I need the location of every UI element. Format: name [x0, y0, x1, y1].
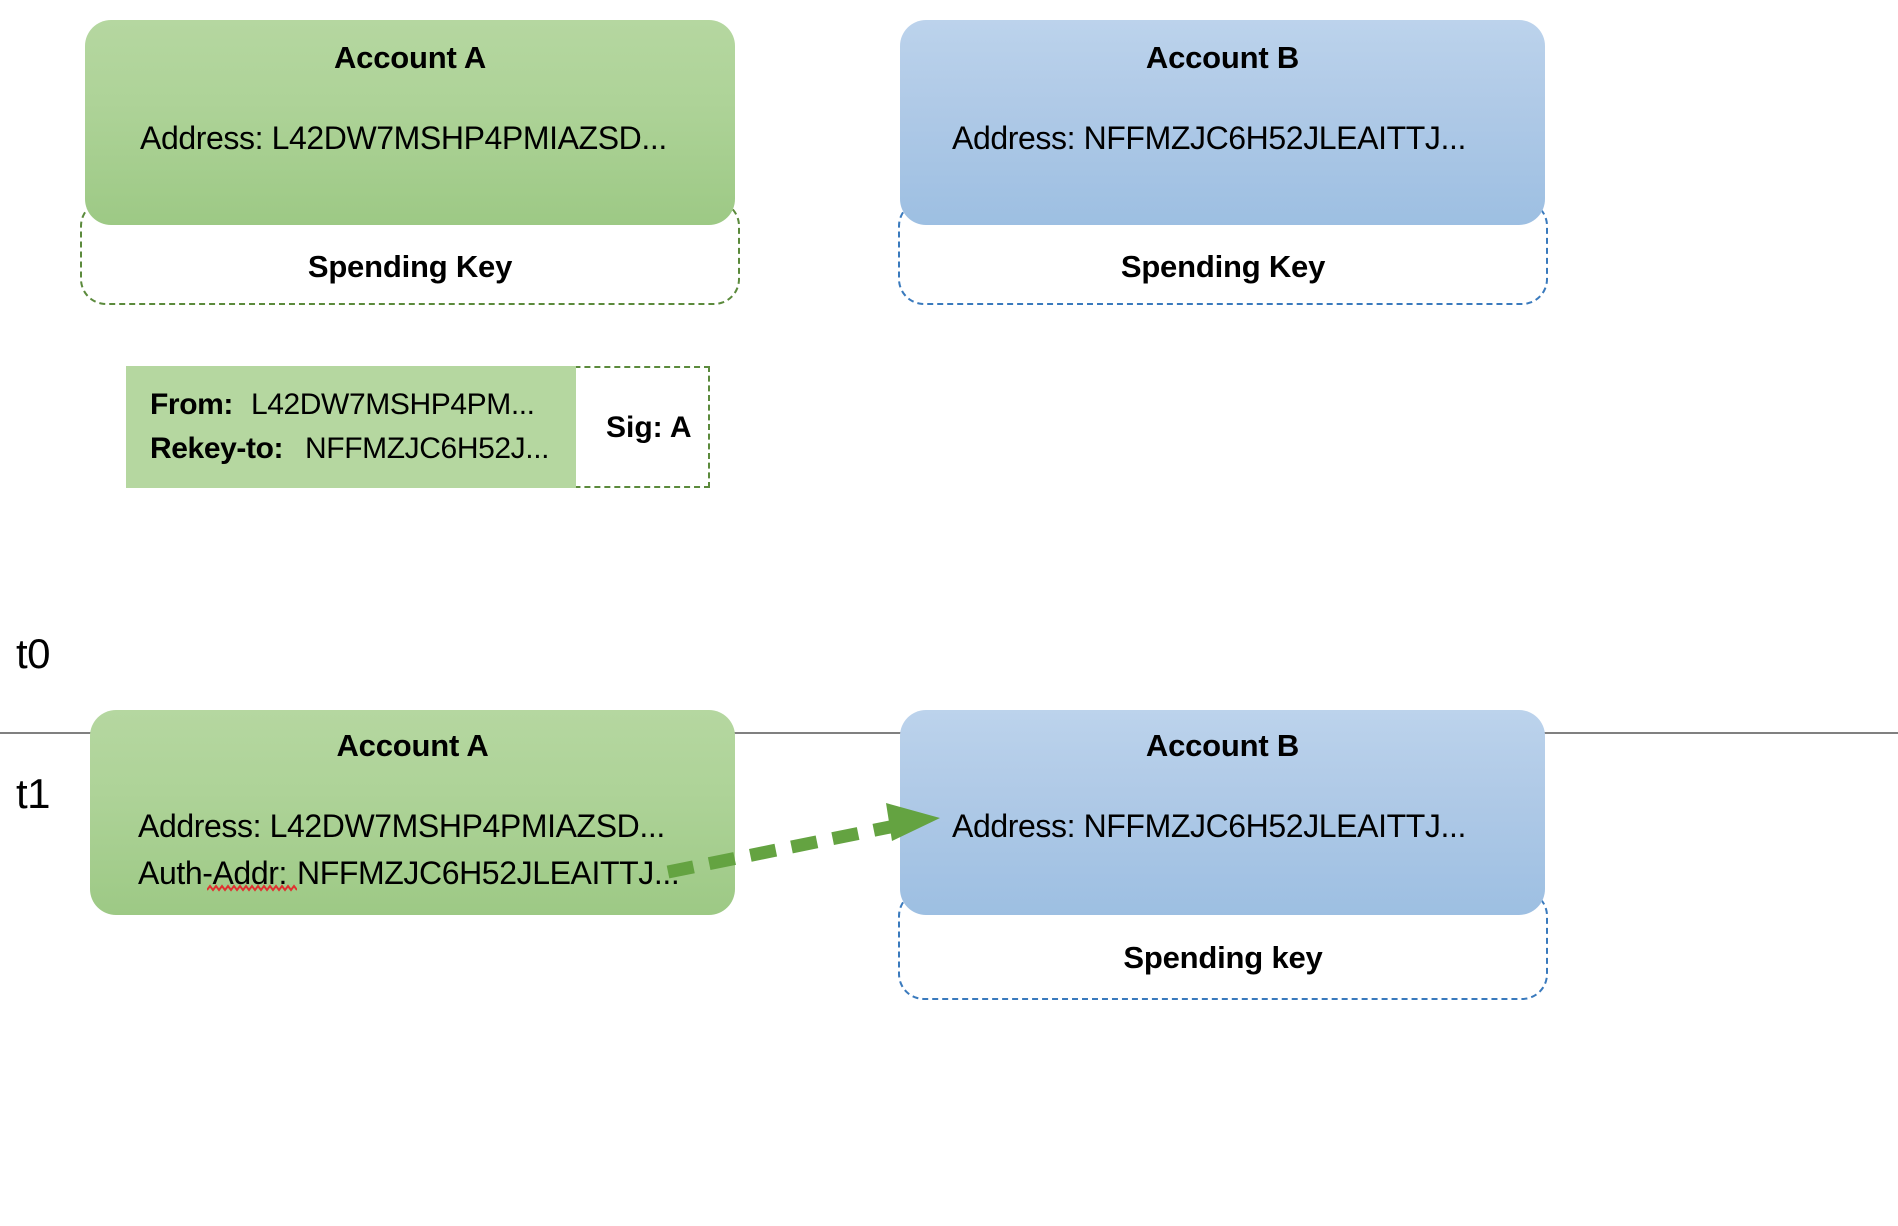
- t0-account-b-title: Account B: [1145, 40, 1300, 75]
- t0-transaction-from-value: L42DW7MSHP4PM...: [250, 388, 535, 421]
- t0-account-b-card: [900, 20, 1545, 225]
- t0-transaction-from-label: From:: [150, 388, 233, 421]
- t1-account-a-address: Address: L42DW7MSHP4PMIAZSD...: [138, 808, 665, 844]
- t0-transaction-rekey-label: Rekey-to:: [150, 432, 284, 465]
- t1-account-a-auth-addr-value: NFFMZJC6H52JLEAITTJ...: [296, 855, 680, 891]
- t0-transaction-from-row: From: L42DW7MSHP4PM...: [150, 388, 535, 422]
- t1-account-a-card: [90, 710, 735, 915]
- t0-account-a-title: Account A: [333, 40, 487, 75]
- t0-account-a-spending-key-label: Spending Key: [307, 249, 513, 284]
- timeline-label-t1: t1: [16, 770, 51, 817]
- t1-account-b-address: Address: NFFMZJC6H52JLEAITTJ...: [952, 808, 1466, 844]
- t0-transaction-rekey-value: NFFMZJC6H52J...: [305, 432, 550, 465]
- t0-account-a-card: [85, 20, 735, 225]
- t1-account-b-card: [900, 710, 1545, 915]
- t1-account-a-auth-addr-row: Auth-Addr:NFFMZJC6H52JLEAITTJ...: [138, 855, 680, 892]
- t0-transaction-green-fill: [126, 366, 576, 488]
- t1-account-a-auth-addr-label: Auth-Addr:: [138, 855, 287, 891]
- t0-account-b-address: Address: NFFMZJC6H52JLEAITTJ...: [952, 120, 1466, 156]
- t0-account-b-spending-key-label: Spending Key: [1120, 249, 1326, 284]
- t1-account-a-title: Account A: [336, 728, 489, 763]
- t0-transaction-signature: Sig: A: [606, 411, 692, 444]
- t1-account-b-spending-key-label: Spending key: [1123, 940, 1323, 975]
- t0-account-a-address: Address: L42DW7MSHP4PMIAZSD...: [140, 120, 667, 156]
- timeline-label-t0: t0: [16, 630, 51, 677]
- t0-transaction-rekey-row: Rekey-to: NFFMZJC6H52J...: [150, 432, 549, 466]
- t0-rekey-transaction-box: From: L42DW7MSHP4PM... Rekey-to: NFFMZJC…: [126, 366, 710, 488]
- t1-account-b-title: Account B: [1145, 728, 1300, 763]
